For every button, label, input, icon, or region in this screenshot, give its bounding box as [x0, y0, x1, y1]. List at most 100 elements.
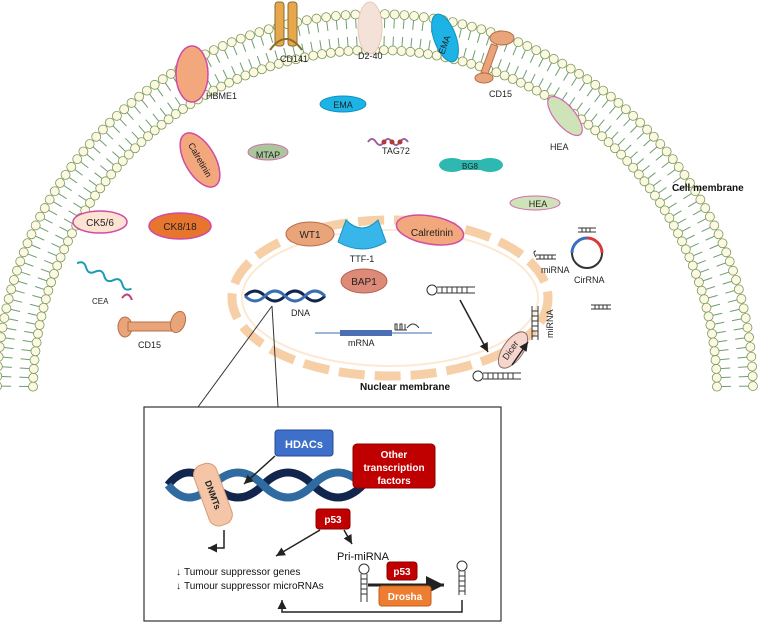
mirna-label: miRNA — [541, 265, 570, 275]
cea-protein — [76, 261, 133, 300]
lipid-head — [397, 47, 406, 56]
lipid-head — [621, 105, 630, 114]
lipid-head — [50, 187, 59, 196]
bg8-label: BG8 — [462, 162, 479, 171]
lipid-head — [739, 304, 748, 313]
tsg-down-arrow: ↓ — [176, 567, 181, 578]
tag72-label: TAG72 — [382, 146, 410, 156]
ttf1-label: TTF-1 — [350, 254, 375, 264]
lipid-head — [127, 98, 136, 107]
lipid-head — [53, 261, 62, 270]
lipid-head — [4, 294, 13, 303]
lipid-head — [710, 347, 719, 356]
cd141-label: CD141 — [280, 54, 308, 64]
lipid-head — [318, 50, 327, 59]
hdacs-label: HDACs — [285, 439, 323, 451]
lipid-head — [85, 140, 94, 149]
lipid-head — [30, 356, 39, 365]
lipid-head — [732, 276, 741, 285]
lipid-head — [694, 278, 703, 287]
lipid-head — [668, 155, 677, 164]
lipid-head — [380, 10, 389, 19]
lipid-head — [712, 364, 721, 373]
lipid-head — [500, 71, 509, 80]
lipid-head — [56, 253, 65, 262]
tsmirna-label: Tumour suppressor microRNAs — [184, 581, 324, 592]
lipid-head — [583, 75, 592, 84]
lipid-head — [712, 373, 721, 382]
lipid-head — [745, 333, 754, 342]
lipid-head — [29, 373, 38, 382]
lipid-head — [331, 12, 340, 21]
lipid-head — [725, 257, 734, 266]
lipid-head — [249, 68, 258, 77]
hea-mid-label: HEA — [529, 199, 548, 209]
lipid-head — [415, 48, 424, 57]
lipid-head — [27, 230, 36, 239]
lipid-head — [549, 54, 558, 63]
lipid-head — [37, 312, 46, 321]
lipid-head — [423, 50, 432, 59]
lipid-head — [0, 313, 9, 322]
lipid-head — [266, 62, 275, 71]
lipid-head — [458, 20, 467, 29]
ema-mid-label: EMA — [333, 100, 353, 110]
lipid-head — [704, 312, 713, 321]
lipid-head — [718, 239, 727, 248]
lipid-head — [16, 257, 25, 266]
lipid-head — [227, 38, 236, 47]
p53-main-label: p53 — [324, 515, 342, 526]
cd15-low-protein — [118, 309, 188, 337]
lipid-head — [344, 47, 353, 56]
dna-label: DNA — [291, 308, 310, 318]
lipid-head — [79, 147, 88, 156]
lipid-head — [150, 80, 159, 89]
lipid-head — [523, 42, 532, 51]
mirna-small-2 — [591, 305, 611, 309]
lipid-head — [0, 382, 2, 391]
lipid-head — [747, 352, 756, 361]
lipid-head — [691, 269, 700, 278]
lipid-head — [388, 46, 397, 55]
lipid-head — [50, 269, 59, 278]
lipid-head — [246, 31, 255, 40]
lipid-head — [674, 162, 683, 171]
lipid-head — [599, 86, 608, 95]
lipid-head — [60, 245, 69, 254]
lipid-head — [390, 10, 399, 19]
lipid-head — [614, 98, 623, 107]
lipid-head — [264, 25, 273, 34]
lipid-head — [142, 86, 151, 95]
lipid-head — [67, 162, 76, 171]
lipid-head — [636, 118, 645, 127]
lipid-head — [241, 71, 250, 80]
lipid-head — [400, 11, 409, 20]
lipid-head — [12, 266, 21, 275]
lipid-head — [714, 230, 723, 239]
lipid-head — [56, 178, 65, 187]
lipid-head — [591, 80, 600, 89]
lipid-head — [662, 147, 671, 156]
lipid-head — [558, 59, 567, 68]
zoom-line-left — [198, 306, 272, 407]
lipid-head — [302, 16, 311, 25]
lipid-head — [29, 382, 38, 391]
lipid-head — [606, 92, 615, 101]
mrna-label: mRNA — [348, 338, 375, 348]
lipid-head — [2, 304, 11, 313]
wt1-label: WT1 — [299, 230, 321, 241]
drosha-label: Drosha — [388, 592, 423, 603]
p53-small-label: p53 — [393, 567, 411, 578]
lipid-head — [532, 46, 541, 55]
lipid-head — [709, 338, 718, 347]
lipid-head — [710, 221, 719, 230]
lipid-head — [406, 47, 415, 56]
cirrna — [572, 228, 602, 268]
lipid-head — [477, 25, 486, 34]
lipid-head — [419, 13, 428, 22]
lipid-head — [467, 59, 476, 68]
lipid-head — [458, 57, 467, 66]
lipid-head — [701, 204, 710, 213]
lipid-head — [39, 303, 48, 312]
